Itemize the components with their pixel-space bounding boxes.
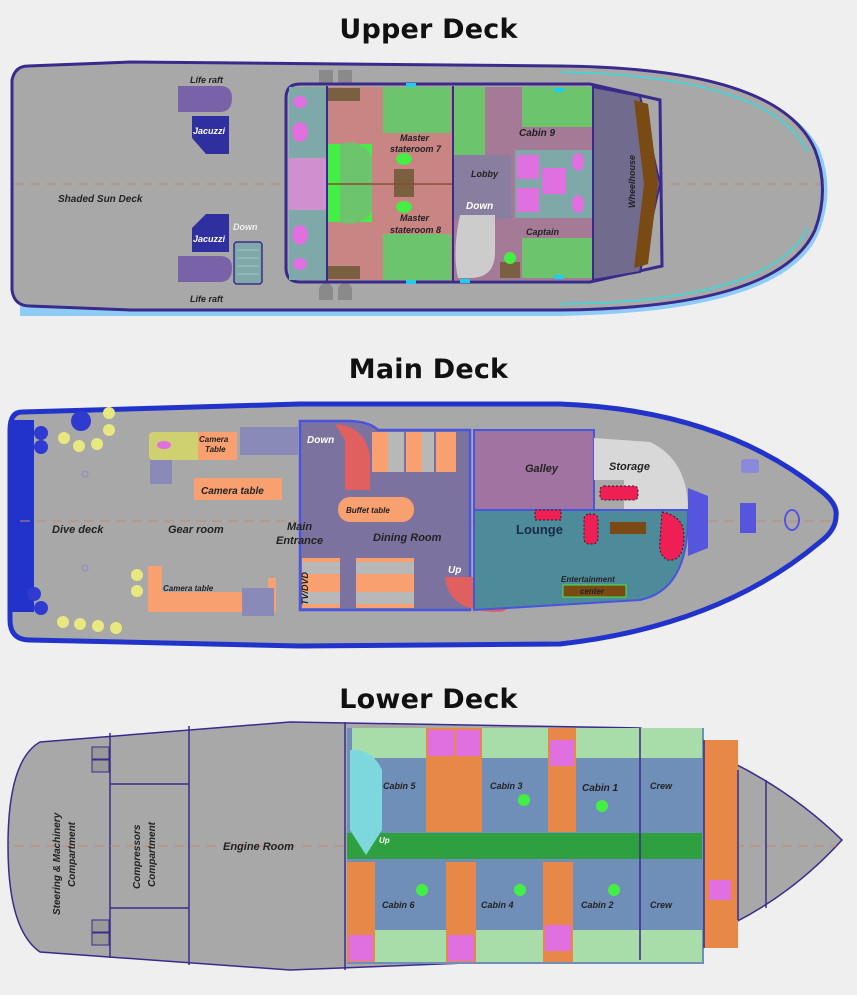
wheelhouse-label: Wheelhouse xyxy=(627,155,637,208)
master8-label-1: Master xyxy=(400,213,430,223)
gear-room-label: Gear room xyxy=(168,524,224,536)
cabin9-label: Cabin 9 xyxy=(519,128,556,139)
cabin3-label: Cabin 3 xyxy=(490,781,523,791)
camera-table-mid xyxy=(194,478,282,500)
storage-label: Storage xyxy=(609,461,650,473)
camera-table-small-label-1: Camera xyxy=(199,435,229,444)
entertainment-center xyxy=(562,584,627,598)
master7-label-2: stateroom 7 xyxy=(390,144,442,154)
compressors-label-1: Compressors xyxy=(132,824,143,889)
lower-deck-plan: Steering & Machinery Compartment Compres… xyxy=(7,721,844,971)
crew-bottom-label: Crew xyxy=(650,900,673,910)
cabin5-label: Cabin 5 xyxy=(383,781,417,791)
jacuzzi-top xyxy=(192,116,229,154)
up-label: Up xyxy=(448,565,461,576)
camera-table-small-label-2: Table xyxy=(205,445,226,454)
storage xyxy=(594,438,688,510)
lower-stair xyxy=(350,749,382,855)
buffet-table xyxy=(338,497,414,522)
life-raft-bottom xyxy=(178,256,232,282)
main-entrance-label-1: Main xyxy=(287,521,312,533)
galley-label: Galley xyxy=(525,463,559,475)
dining-room-label: Dining Room xyxy=(373,532,442,544)
galley xyxy=(473,429,595,511)
lounge-label: Lounge xyxy=(516,522,563,537)
down-stair-label: Down xyxy=(233,222,258,232)
master8-label-2: stateroom 8 xyxy=(390,225,441,235)
buffet-table-label: Buffet table xyxy=(346,506,390,515)
entertainment-label-1: Entertainment xyxy=(561,575,615,584)
lower-deck-title: Lower Deck xyxy=(339,684,518,715)
upper-deck-title: Upper Deck xyxy=(339,14,518,45)
master7-label-1: Master xyxy=(400,133,430,143)
entertainment-label-2: center xyxy=(580,587,605,596)
camera-table-mid-label: Camera table xyxy=(201,486,264,497)
jacuzzi-bottom xyxy=(192,214,229,252)
life-raft-bottom-label: Life raft xyxy=(190,294,224,304)
camera-table-bottom-label: Camera table xyxy=(163,584,214,593)
compressors-label-2: Compartment xyxy=(147,821,158,887)
main-entrance-label-2: Entrance xyxy=(276,535,323,547)
cabin1-label: Cabin 1 xyxy=(582,783,619,794)
stair-down-upper xyxy=(233,241,263,285)
captain-label: Captain xyxy=(526,227,560,237)
upper-deck-plan: Life raft Life raft Jacuzzi Jacuzzi Shad… xyxy=(10,60,828,316)
lounge xyxy=(473,509,690,612)
lower-up-label: Up xyxy=(379,836,390,845)
down-label: Down xyxy=(307,435,334,446)
main-deck-plan: Camera Table Camera table Camera table D… xyxy=(7,401,839,649)
engine-room-label: Engine Room xyxy=(223,841,294,853)
lower-corridor xyxy=(347,833,702,859)
tv-dvd-label: TV/DVD xyxy=(300,571,310,605)
steering-label-2: Compartment xyxy=(67,821,78,887)
spiral-stair-upper xyxy=(455,215,495,278)
crew-top-label: Crew xyxy=(650,781,673,791)
sun-deck-label: Shaded Sun Deck xyxy=(58,194,143,205)
dive-deck-label: Dive deck xyxy=(52,524,104,536)
lobby-label: Lobby xyxy=(471,169,499,179)
jacuzzi-bottom-label: Jacuzzi xyxy=(193,234,226,244)
cabin2-label: Cabin 2 xyxy=(581,900,614,910)
cabin4-label: Cabin 4 xyxy=(481,900,514,910)
cabin6-label: Cabin 6 xyxy=(382,900,416,910)
lobby-down-label: Down xyxy=(466,201,493,212)
spiral-stair-down xyxy=(335,424,370,490)
life-raft-top-label: Life raft xyxy=(190,75,224,85)
life-raft-top xyxy=(178,86,232,112)
main-deck-title: Main Deck xyxy=(348,354,509,385)
steering-label-1: Steering & Machinery xyxy=(52,812,63,915)
jacuzzi-top-label: Jacuzzi xyxy=(193,126,226,136)
